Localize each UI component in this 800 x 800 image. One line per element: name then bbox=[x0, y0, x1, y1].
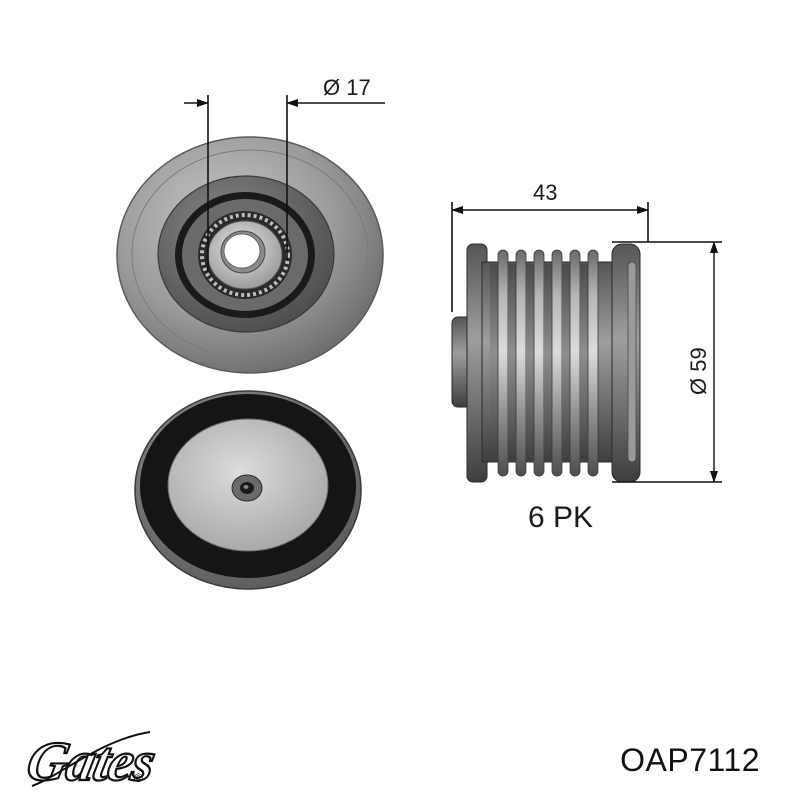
pulley-rib bbox=[587, 249, 599, 477]
pulley-rear-view bbox=[134, 390, 362, 590]
pulley-front-view bbox=[116, 136, 384, 374]
part-number: OAP7112 bbox=[620, 742, 760, 778]
pulley-rib bbox=[533, 249, 545, 477]
rib-groove bbox=[526, 264, 534, 462]
gates-registered-mark: ® bbox=[134, 771, 143, 785]
rib-groove bbox=[490, 264, 498, 462]
belt-profile-label: 6 PK bbox=[528, 501, 593, 534]
rib-groove bbox=[508, 264, 516, 462]
width-label: 43 bbox=[533, 180, 557, 205]
rib-groove bbox=[580, 264, 588, 462]
pulley-side-view bbox=[451, 243, 641, 483]
pulley-rib bbox=[551, 249, 563, 477]
gates-logo-wordmark: Gates bbox=[21, 732, 160, 793]
pulley-ribs bbox=[490, 249, 599, 477]
rib-groove bbox=[544, 264, 552, 462]
gates-logo: Gates ® bbox=[20, 730, 161, 794]
pulley-rib bbox=[497, 249, 509, 477]
pulley-rib bbox=[515, 249, 527, 477]
bore-diameter-dimension: Ø 17 bbox=[184, 75, 385, 272]
outer-diameter-label: Ø 59 bbox=[686, 347, 711, 395]
pulley-rib bbox=[569, 249, 581, 477]
rib-groove bbox=[562, 264, 570, 462]
width-dimension: 43 bbox=[451, 180, 649, 312]
outer-diameter-dimension: Ø 59 bbox=[612, 241, 722, 483]
bore-diameter-label: Ø 17 bbox=[323, 75, 371, 100]
